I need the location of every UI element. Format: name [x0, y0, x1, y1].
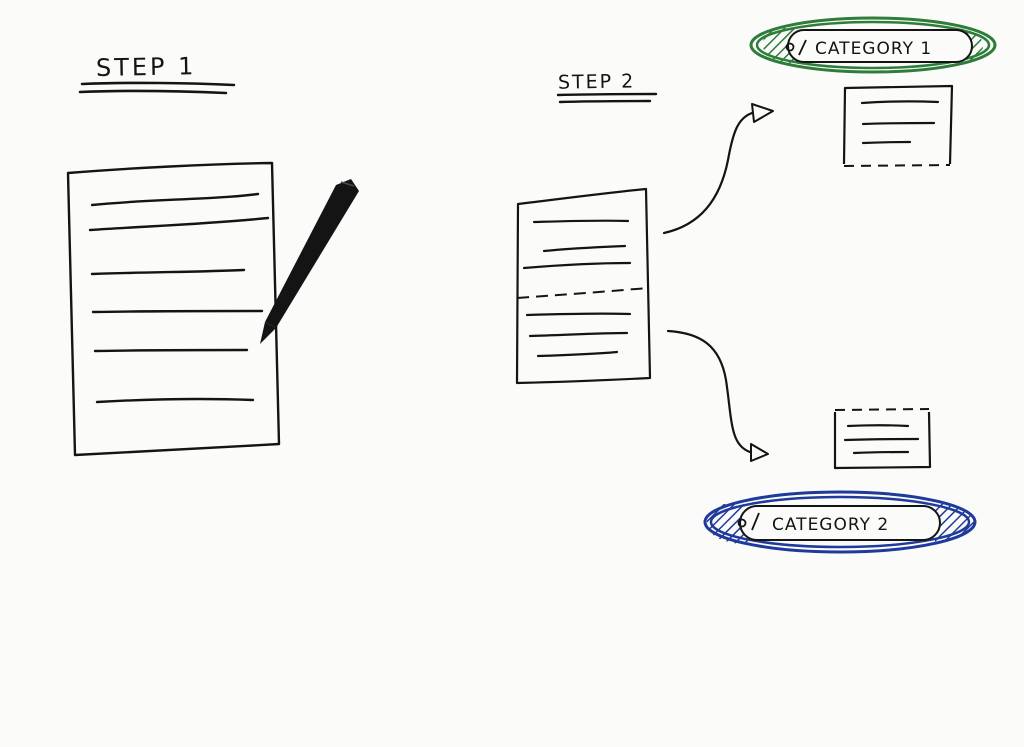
step1-underline-1	[80, 81, 236, 87]
step1-group: STEP 1	[66, 52, 359, 457]
step1-title: STEP 1	[96, 52, 197, 82]
step2-text-lines	[522, 219, 632, 358]
tag-hole-icon	[737, 518, 747, 528]
step1-document	[66, 161, 281, 457]
category-2-label: CATEGORY 2	[772, 515, 889, 535]
step1-underline-2	[78, 89, 228, 95]
tag-hole-icon	[785, 42, 795, 52]
arrow-to-category-2	[666, 329, 769, 462]
step2-split-line	[516, 287, 649, 299]
category-1-tag: CATEGORY 1	[749, 16, 997, 74]
step2-group: STEP 2	[515, 16, 997, 554]
arrow-to-category-1	[662, 103, 774, 235]
fragment-category-1	[842, 84, 954, 167]
category-1-label: CATEGORY 1	[815, 39, 932, 59]
step2-underline-1	[556, 92, 658, 97]
step2-title: STEP 2	[558, 70, 636, 93]
step2-underline-2	[558, 99, 652, 104]
fragment-category-2	[833, 408, 932, 470]
category-2-tag: CATEGORY 2	[703, 490, 977, 554]
step2-document	[515, 187, 652, 385]
pen-icon	[260, 179, 359, 344]
step1-text-lines	[88, 192, 270, 404]
